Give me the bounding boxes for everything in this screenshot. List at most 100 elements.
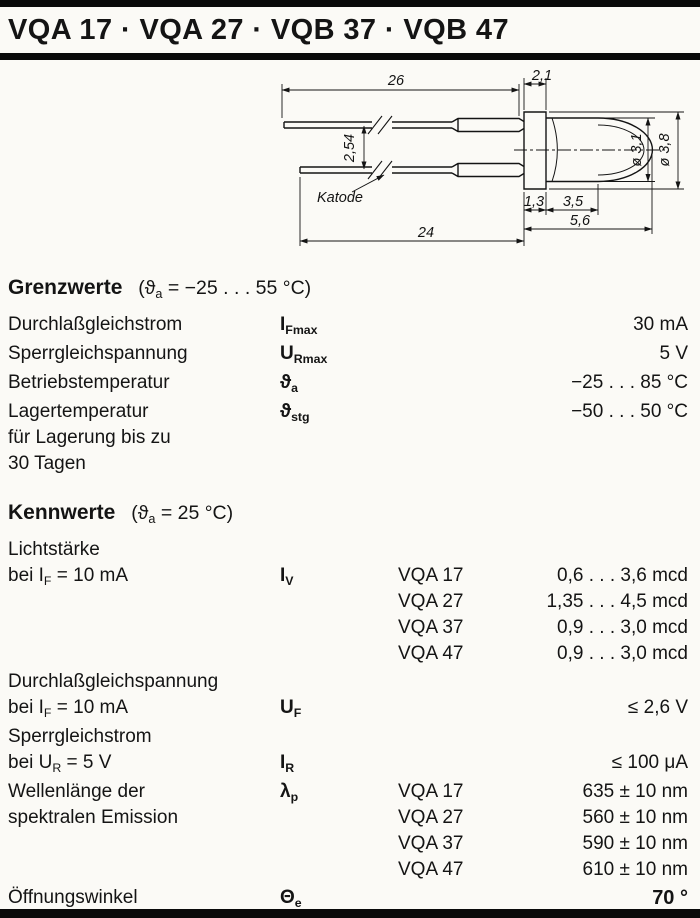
row-symbol: Θe: [280, 885, 398, 912]
anode-lead: [283, 121, 452, 129]
dim-label-5-6: 5,6: [570, 213, 591, 229]
table-row-wellenlaenge: Wellenlänge der spektralen Emission λp V…: [8, 779, 688, 883]
symbol-base: Θ: [280, 887, 295, 908]
symbol-sub: Rmax: [293, 352, 328, 367]
model-value: 590 ± 10 nm: [582, 833, 689, 854]
symbol-sub: e: [294, 896, 302, 911]
cathode-lead-crimp: [451, 162, 525, 178]
lead-break-marks: [367, 115, 393, 180]
label-post: = 10 mA: [51, 697, 129, 718]
dim-label-26: 26: [387, 73, 405, 89]
top-rule: [0, 0, 700, 7]
table-row-urmax: Sperrgleichspannung URmax 5 V: [8, 341, 688, 368]
model-name: VQA 37: [398, 617, 464, 638]
table-row-lagertemperatur: Lagertemperatur für Lagerung bis zu 30 T…: [8, 399, 688, 477]
table-row-betriebstemperatur: Betriebstemperatur ϑa −25 . . . 85 °C: [8, 370, 688, 397]
label-line-2: bei UR = 5 V: [8, 750, 280, 777]
symbol-sub: stg: [291, 410, 310, 425]
model-name: VQA 47: [398, 643, 464, 664]
label-sub: F: [43, 706, 52, 721]
led-outline: [283, 111, 654, 190]
led-dome-inner-contour: [551, 117, 645, 182]
row-value: ≤ 2,6 V: [627, 697, 688, 718]
row-symbol: URmax: [280, 341, 398, 368]
dim-label-3-5: 3,5: [563, 194, 584, 210]
row-label: Betriebstemperatur: [8, 372, 170, 393]
symbol-base: I: [280, 314, 286, 335]
row-value: 30 mA: [633, 314, 688, 335]
table-row-ifmax: Durchlaßgleichstrom IFmax 30 mA: [8, 312, 688, 339]
dim-label-1-3: 1,3: [524, 194, 544, 210]
model-row: VQA 37 0,9 . . . 3,0 mcd: [398, 615, 688, 641]
row-symbol: IR: [280, 724, 398, 777]
katode-label: Katode: [317, 190, 363, 206]
row-label: Lichtstärke bei IF = 10 mA: [8, 537, 280, 667]
dimension-lines: [281, 78, 684, 246]
led-drawing-svg: 26 2,1 2,54 Katode 1,3 3,5 5,6 24 ø 3,1 …: [281, 70, 684, 246]
title-underline-rule: [0, 53, 700, 60]
kennwerte-condition: (ϑa = 25 °C): [131, 502, 233, 527]
label-sub: R: [52, 761, 62, 776]
dim-label-dia-3-8: ø 3,8: [657, 133, 673, 166]
label-line-1: Durchlaßgleichspannung: [8, 671, 219, 692]
grenzwerte-condition: (ϑa = −25 . . . 55 °C): [138, 277, 311, 302]
label-line-2: bei IF = 10 mA: [8, 563, 280, 590]
label-line-2: für Lagerung bis zu: [8, 427, 171, 448]
model-name: VQA 47: [398, 859, 464, 880]
symbol-sub: R: [285, 761, 295, 776]
model-row: VQA 47 610 ± 10 nm: [398, 857, 688, 883]
grenzwerte-heading: Grenzwerte: [8, 276, 123, 299]
page-title: VQA 17 · VQA 27 · VQB 37 · VQB 47: [8, 14, 509, 46]
dim-label-24: 24: [417, 225, 434, 241]
symbol-base: I: [280, 752, 286, 773]
row-symbol: λp: [280, 779, 398, 883]
row-value: 5 V: [659, 343, 688, 364]
dimension-labels: 26 2,1 2,54 Katode 1,3 3,5 5,6 24 ø 3,1 …: [317, 70, 673, 241]
table-row-uf: Durchlaßgleichspannung bei IF = 10 mA UF…: [8, 669, 688, 722]
symbol-sub: p: [290, 790, 299, 805]
symbol-base: ϑ: [280, 372, 292, 393]
row-value: ≤ 100 μA: [611, 752, 688, 773]
led-flange: [523, 111, 547, 190]
model-value: 1,35 . . . 4,5 mcd: [546, 591, 688, 612]
row-label: Sperrgleichstrom bei UR = 5 V: [8, 724, 280, 777]
label-line-2: bei IF = 10 mA: [8, 695, 280, 722]
cond-sub: a: [148, 512, 156, 527]
cond-sub: a: [155, 287, 163, 302]
row-symbol: IFmax: [280, 312, 398, 339]
symbol-sub: F: [293, 706, 302, 721]
anode-lead-crimp: [451, 117, 525, 133]
model-value: 0,9 . . . 3,0 mcd: [557, 617, 688, 638]
bottom-rule: [0, 909, 700, 918]
kennwerte-heading: Kennwerte: [8, 501, 116, 524]
row-label: Durchlaßgleichspannung bei IF = 10 mA: [8, 669, 280, 722]
row-label: Durchlaßgleichstrom: [8, 314, 183, 335]
row-value: −50 . . . 50 °C: [571, 401, 688, 422]
model-row: VQA 47 0,9 . . . 3,0 mcd: [398, 641, 688, 667]
led-dimension-drawing: 26 2,1 2,54 Katode 1,3 3,5 5,6 24 ø 3,1 …: [0, 70, 700, 266]
model-name: VQA 37: [398, 833, 464, 854]
row-symbol: IV: [280, 537, 398, 667]
table-row-oeffnungswinkel: Öffnungswinkel Θe 70 °: [8, 885, 688, 912]
symbol-sub: a: [291, 381, 298, 396]
model-name: VQA 17: [398, 565, 464, 586]
label-pre: bei U: [8, 752, 53, 773]
model-value: 560 ± 10 nm: [582, 807, 689, 828]
symbol-base: λ: [280, 781, 291, 802]
kennwerte-heading-row: Kennwerte (ϑa = 25 °C): [8, 501, 688, 527]
label-line-1: Wellenlänge der: [8, 781, 145, 802]
model-value: 0,9 . . . 3,0 mcd: [557, 643, 688, 664]
label-line-1: Lichtstärke: [8, 539, 100, 560]
row-label: Wellenlänge der spektralen Emission: [8, 779, 280, 883]
section-grenzwerte: Grenzwerte (ϑa = −25 . . . 55 °C) Durchl…: [0, 276, 700, 477]
cathode-lead: [299, 166, 452, 174]
label-post: = 5 V: [61, 752, 112, 773]
row-symbol: UF: [280, 669, 398, 722]
label-sub: F: [43, 574, 52, 589]
model-value: 610 ± 10 nm: [582, 859, 689, 880]
